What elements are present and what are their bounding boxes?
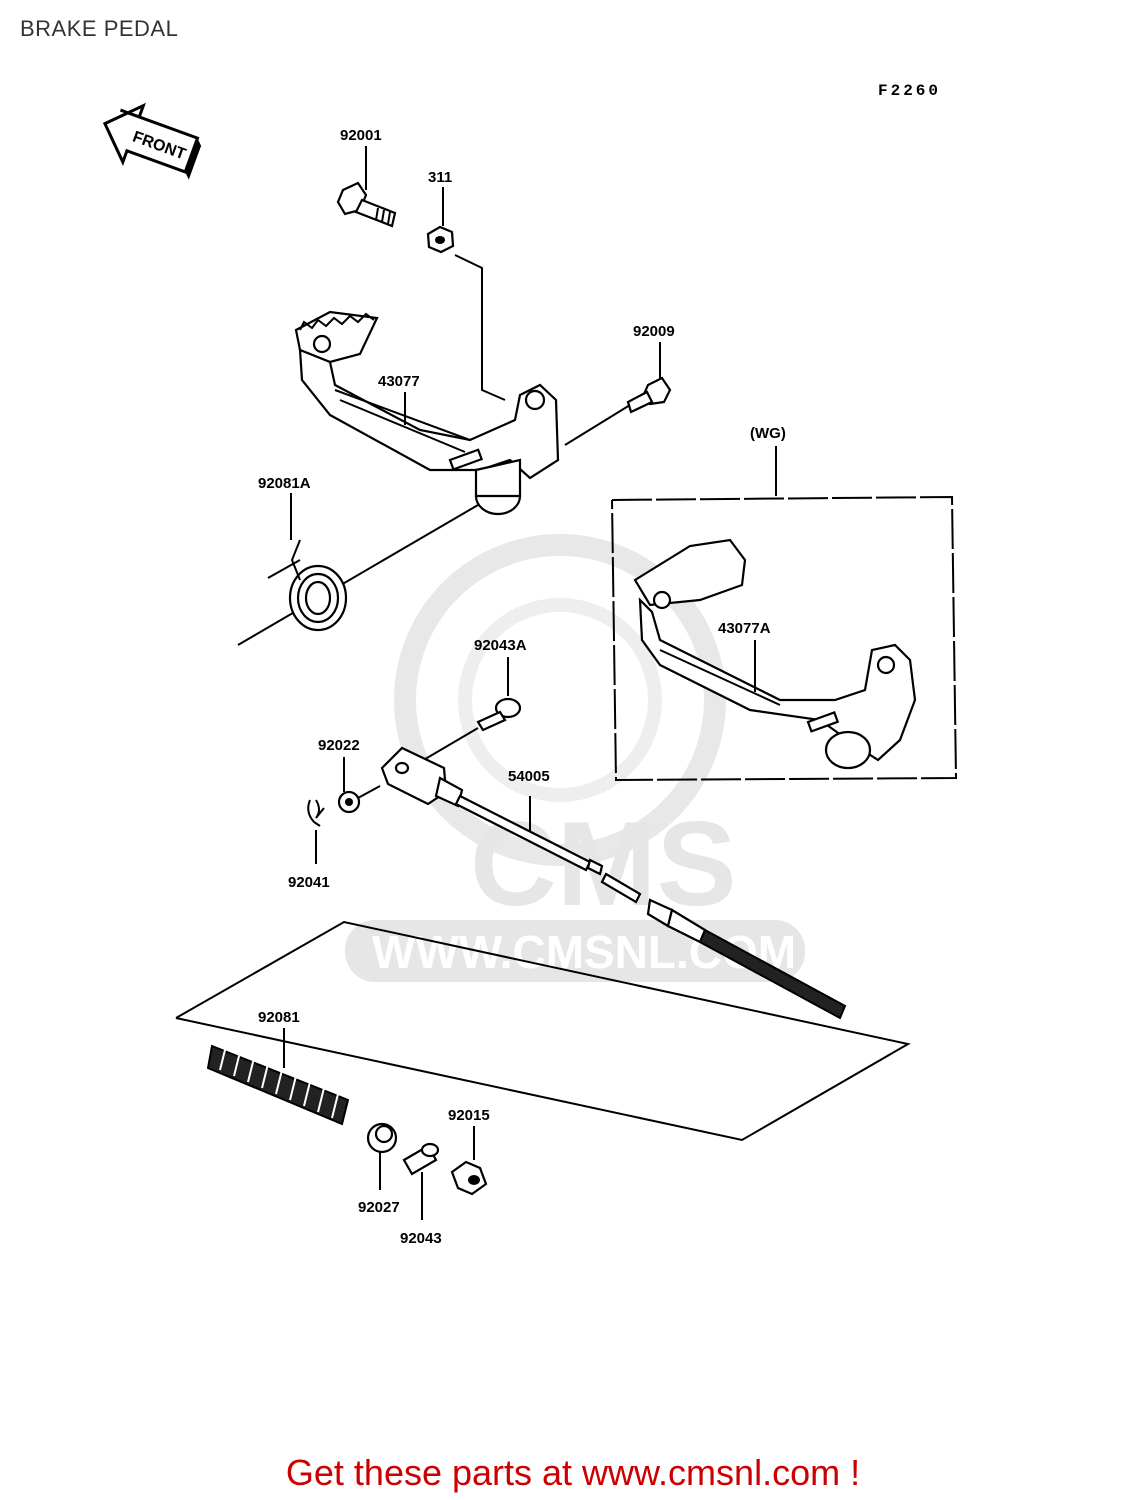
pin-92043A (414, 657, 522, 766)
bolt-92009 (564, 342, 672, 446)
label-92043: 92043 (400, 1230, 442, 1247)
label-92022: 92022 (318, 737, 360, 754)
spring-92081 (206, 1028, 350, 1126)
bolt-92001 (336, 146, 397, 228)
watermark-brand: CMS (470, 797, 737, 931)
page-title: BRAKE PEDAL (20, 16, 179, 41)
label-311: 311 (428, 169, 452, 186)
label-43077: 43077 (378, 373, 420, 390)
footer-promo-text[interactable]: Get these parts at www.cmsnl.com ! (285, 1452, 861, 1493)
label-92043A: 92043A (474, 637, 527, 654)
label-92081A: 92081A (258, 475, 311, 492)
brake-pedal-43077A (633, 538, 917, 770)
label-43077A: 43077A (718, 620, 771, 637)
label-92081: 92081 (258, 1009, 300, 1026)
label-92009: 92009 (633, 323, 675, 340)
part-labels: 92001 311 92009 43077 92081A 43077A 9204… (258, 127, 771, 1247)
pin-92043 (402, 1142, 440, 1220)
figure-code: F2260 (878, 82, 941, 100)
brake-pedal-43077 (294, 310, 560, 516)
wg-variant-label: (WG) (750, 425, 786, 442)
washer-92022 (337, 757, 381, 814)
label-92001: 92001 (340, 127, 382, 144)
label-54005: 54005 (508, 768, 550, 785)
brake-rod-54005 (454, 794, 847, 1020)
nut-311 (426, 187, 455, 254)
label-92041: 92041 (288, 874, 330, 891)
collar-92027 (366, 1122, 398, 1190)
wg-variant-box: (WG) (611, 425, 958, 782)
front-arrow-icon: FRONT (102, 102, 202, 180)
torsion-spring-92081A (267, 493, 348, 632)
clevis (380, 746, 464, 808)
label-92015: 92015 (448, 1107, 490, 1124)
nut-92015 (450, 1126, 488, 1196)
clip-92041 (307, 799, 325, 864)
label-92027: 92027 (358, 1199, 400, 1216)
